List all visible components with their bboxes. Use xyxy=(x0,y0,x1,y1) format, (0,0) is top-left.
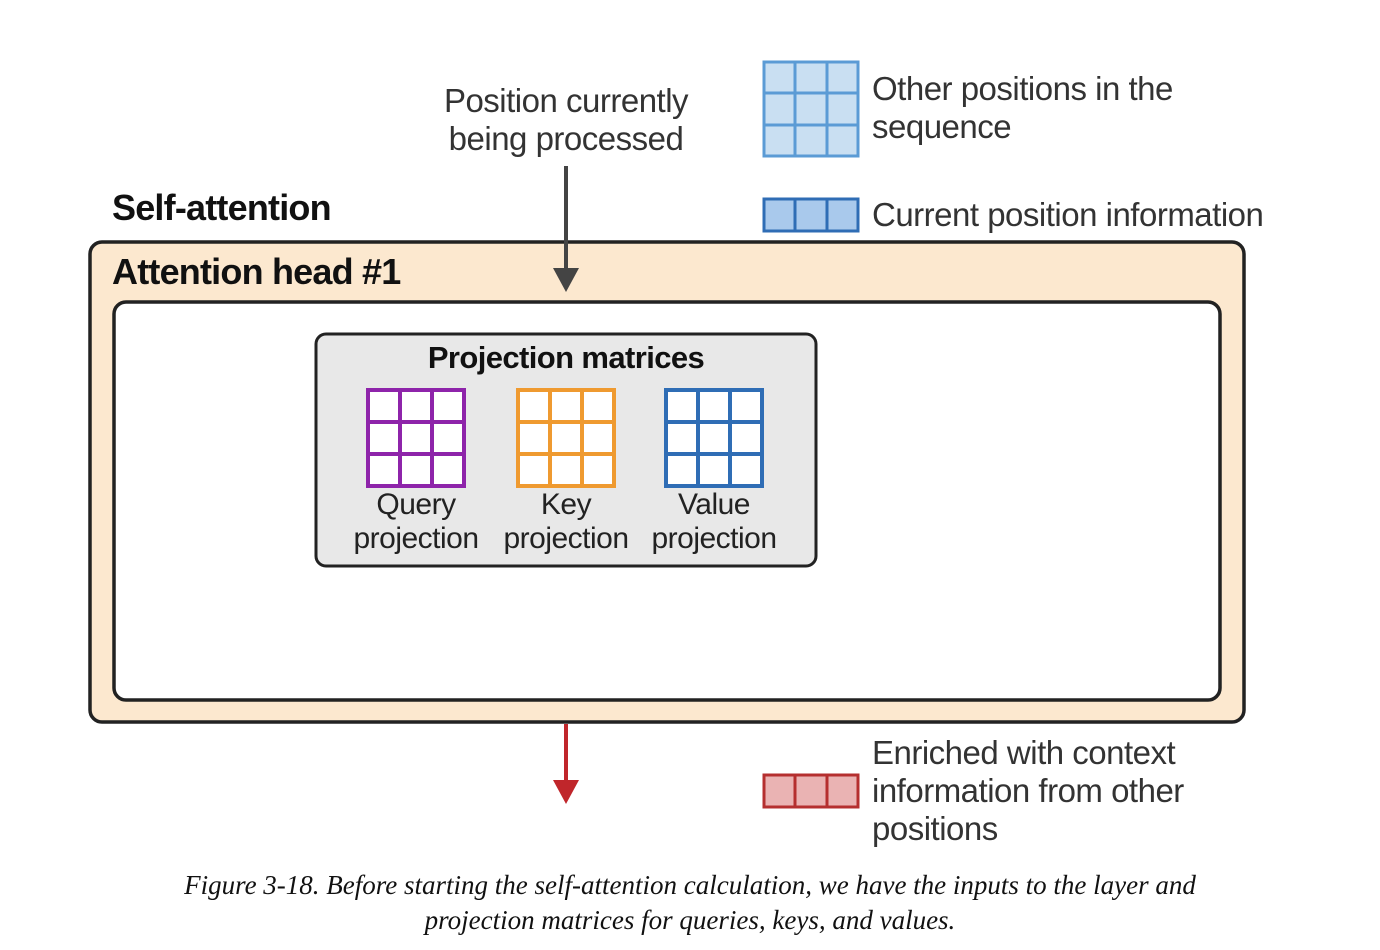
value-label-line2: projection xyxy=(651,522,777,555)
enriched-legend-text: Enriched with context information from o… xyxy=(872,734,1184,848)
query-label-line1: Query xyxy=(376,488,456,521)
other-positions-line2: sequence xyxy=(872,108,1012,145)
other-positions-legend-icon xyxy=(762,60,860,158)
key-matrix-icon xyxy=(516,388,616,488)
query-label-line2: projection xyxy=(353,522,479,555)
input-arrow xyxy=(553,166,579,292)
query-matrix-icon xyxy=(366,388,466,488)
current-position-legend-text: Current position information xyxy=(872,196,1264,233)
other-positions-line1: Other positions in the xyxy=(872,70,1173,107)
key-label-line2: projection xyxy=(503,522,629,555)
query-projection-label: Query projection xyxy=(340,488,492,556)
self-attention-title: Self-attention xyxy=(112,187,332,228)
figure-caption-line2: projection matrices for queries, keys, a… xyxy=(424,905,956,935)
enriched-line1: Enriched with context xyxy=(872,734,1176,771)
enriched-line3: positions xyxy=(872,810,998,847)
position-currently-processed-label: Position currently being processed xyxy=(400,82,732,158)
current-position-legend-icon xyxy=(762,197,860,233)
enriched-legend-icon xyxy=(762,773,860,809)
key-label-line1: Key xyxy=(540,488,592,521)
figure-caption-line1: Figure 3-18. Before starting the self-at… xyxy=(184,870,1196,900)
projection-matrices-title: Projection matrices xyxy=(427,340,705,375)
position-currently-processed-line2: being processed xyxy=(448,120,684,157)
value-projection-label: Value projection xyxy=(638,488,790,556)
output-arrow xyxy=(553,724,579,804)
position-currently-processed-line1: Position currently xyxy=(443,82,689,119)
attention-head-title: Attention head #1 xyxy=(112,251,401,292)
other-positions-legend-text: Other positions in the sequence xyxy=(872,70,1173,146)
value-matrix-icon xyxy=(664,388,764,488)
value-label-line1: Value xyxy=(677,488,751,521)
key-projection-label: Key projection xyxy=(490,488,642,556)
enriched-line2: information from other xyxy=(872,772,1184,809)
